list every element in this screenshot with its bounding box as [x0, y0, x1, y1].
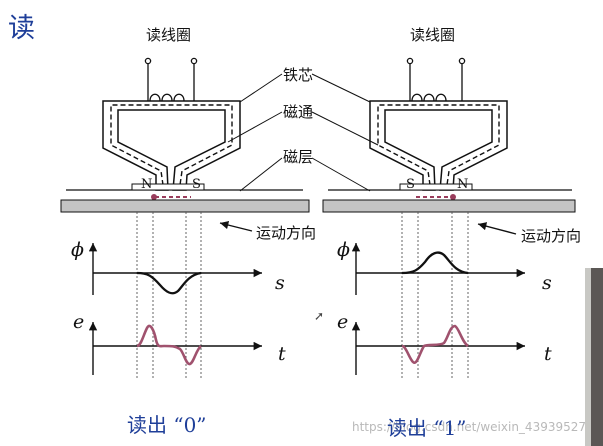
read-head-right	[369, 57, 508, 200]
e-pulse-right	[401, 324, 469, 365]
page-title: 读	[8, 13, 35, 44]
read-coil-label-left: 读线圈	[146, 26, 192, 44]
magnetic-layer-label: 磁层	[283, 148, 314, 166]
caption-read-zero: 读出 “0”	[127, 413, 207, 437]
mouse-cursor-icon: ➚	[314, 309, 325, 323]
core-right	[369, 100, 508, 191]
alignment-guides	[136, 212, 469, 380]
side-panel-edge	[585, 268, 603, 446]
e-graph-right	[351, 322, 525, 375]
core-left	[102, 100, 241, 191]
flux-path-left	[110, 104, 233, 186]
flux-label: 磁通	[283, 103, 314, 121]
motion-direction-label-right: 运动方向	[521, 227, 582, 245]
read-head-left	[102, 57, 241, 200]
coil-right	[411, 93, 447, 102]
axis-label-phi-left: ϕ	[71, 239, 84, 261]
e-pulse-left	[136, 324, 202, 366]
axis-label-s-left: s	[275, 272, 285, 294]
read-coil-label-right: 读线圈	[410, 26, 456, 44]
e-graph-left	[88, 322, 262, 375]
phi-graph-right	[351, 243, 525, 295]
core-label: 铁芯	[283, 66, 314, 84]
label-leaders	[227, 73, 379, 192]
axis-label-t-right: t	[544, 343, 552, 365]
motion-arrow-left	[219, 220, 253, 232]
pole-label-left-n: N	[141, 177, 153, 192]
caption-read-one: 读出 “1”	[387, 416, 467, 440]
recording-medium-right	[322, 183, 576, 213]
motion-arrow-right	[477, 222, 517, 235]
axis-label-t-left: t	[278, 343, 286, 365]
axis-label-s-right: s	[542, 272, 552, 294]
flux-path-right	[377, 104, 500, 186]
recording-medium-left	[60, 183, 310, 213]
coil-left	[149, 93, 185, 102]
pole-label-right-s: S	[406, 177, 415, 192]
pole-label-left-s: S	[192, 177, 201, 192]
axis-label-phi-right: ϕ	[337, 239, 350, 261]
pole-label-right-n: N	[457, 177, 469, 192]
watermark: https://blog.csdn.net/weixin_43939527	[352, 420, 587, 434]
phi-graph-left	[88, 243, 262, 295]
axis-label-e-right: e	[337, 311, 349, 333]
axis-label-e-left: e	[73, 311, 85, 333]
motion-direction-label-left: 运动方向	[256, 224, 317, 242]
phi-curve-right	[401, 251, 469, 275]
phi-curve-left	[136, 271, 202, 295]
